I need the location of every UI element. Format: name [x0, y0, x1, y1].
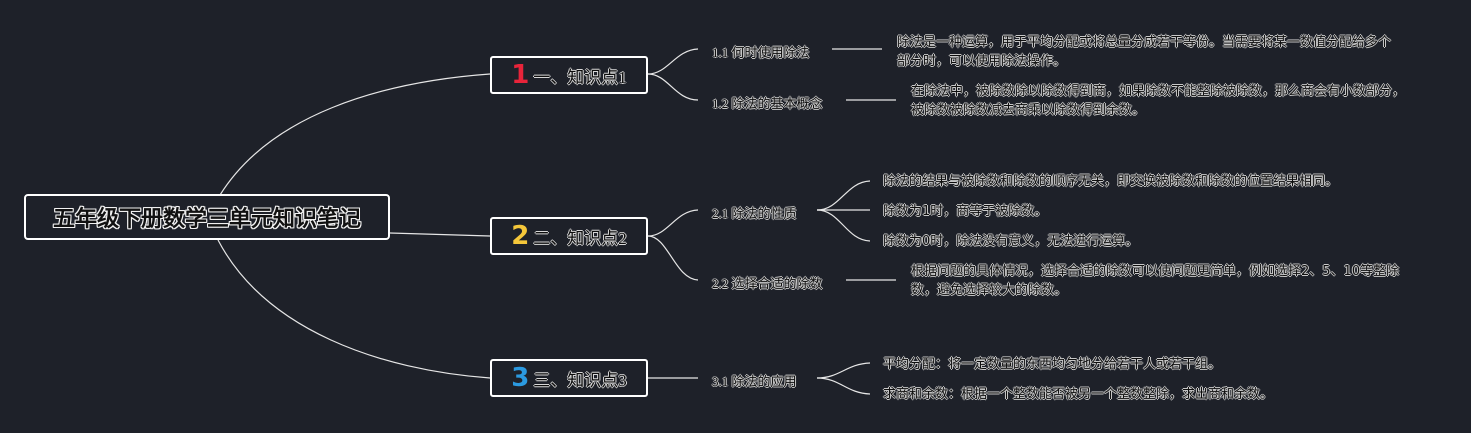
leaf-1-2[interactable]: 在除法中，被除数除以除数得到商，如果除数不能整除被除数，那么商会有小数部分，被除…	[911, 84, 1406, 118]
root-topic[interactable]: 五年级下册数学三单元知识笔记	[24, 194, 390, 240]
link-topic1-s11	[647, 48, 699, 75]
link-root-topic3	[217, 239, 491, 379]
link-s31-leafa	[816, 362, 871, 379]
topic-3-label: 三、知识点3	[533, 370, 627, 390]
subtopic-1-1[interactable]: 1.1 何时使用除法	[712, 45, 810, 60]
link-root-topic1	[219, 73, 491, 196]
subtopic-2-1[interactable]: 2.1 除法的性质	[712, 206, 797, 221]
topic-2[interactable]: 2 二、知识点2	[490, 217, 648, 255]
leaf-3-1-b[interactable]: 求商和余数：根据一个整数能否被另一个整数整除，求出商和余数。	[883, 387, 1274, 402]
link-s31-leafb	[816, 377, 871, 395]
link-topic2-s21	[647, 209, 699, 237]
leaf-2-1-c[interactable]: 除数为0时，除法没有意义，无法进行运算。	[883, 234, 1139, 249]
leaf-2-1-a[interactable]: 除法的结果与被除数和除数的顺序无关，即交换被除数和除数的位置结果相同。	[883, 174, 1339, 189]
topic-1-label: 一、知识点1	[533, 67, 627, 87]
leaf-3-1-a[interactable]: 平均分配：将一定数量的东西均匀地分给若干人或若干组。	[883, 357, 1222, 372]
leaf-2-2[interactable]: 根据问题的具体情况，选择合适的除数可以使问题更简单，例如选择2、5、10等整除数…	[911, 264, 1400, 298]
link-topic2-s22	[647, 235, 699, 281]
link-root-topic2	[389, 232, 491, 237]
topic-1[interactable]: 1 一、知识点1	[490, 56, 648, 94]
root-title: 五年级下册数学三单元知识笔记	[52, 207, 361, 232]
link-s21-leafc	[816, 209, 871, 242]
number-2-badge: 2	[511, 221, 530, 251]
number-3-badge: 3	[511, 363, 530, 393]
topic-3[interactable]: 3 三、知识点3	[490, 359, 648, 397]
link-topic1-s12	[647, 73, 699, 101]
subtopic-3-1[interactable]: 3.1 除法的应用	[712, 374, 797, 389]
topic-2-label: 二、知识点2	[533, 228, 627, 248]
leaf-2-1-b[interactable]: 除数为1时，商等于被除数。	[883, 204, 1048, 219]
subtopic-2-2[interactable]: 2.2 选择合适的除数	[712, 276, 823, 291]
number-1-badge: 1	[511, 60, 530, 90]
subtopic-1-2[interactable]: 1.2 除法的基本概念	[712, 96, 823, 111]
link-s21-leafa	[816, 180, 871, 211]
leaf-1-1[interactable]: 除法是一种运算，用于平均分配或将总量分成若干等份。当需要将某一数值分配给多个部分…	[897, 35, 1392, 69]
